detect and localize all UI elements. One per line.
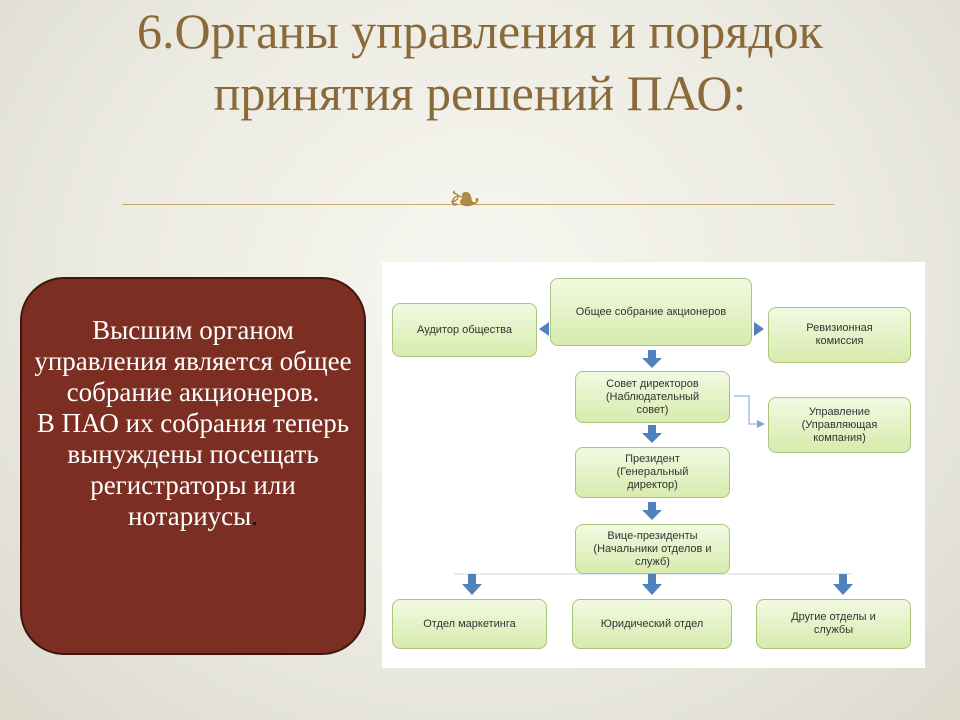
arrow-left-auditor-icon — [539, 322, 549, 336]
callout-paragraph-2: В ПАО их собрания теперь вынуждены посещ… — [32, 408, 354, 532]
arrow-down-to-president-icon — [642, 425, 662, 443]
arrow-down-to-vice-presidents-icon — [642, 502, 662, 520]
arrow-down-to-marketing-icon — [462, 574, 482, 595]
node-vice-presidents: Вице-президенты (Начальники отделов и сл… — [575, 524, 730, 574]
org-chart: Общее собрание акционеров Аудитор общест… — [382, 262, 925, 668]
title-underline — [122, 204, 834, 205]
node-management-label: Управление (Управляющая компания) — [801, 405, 878, 444]
arrow-down-to-board-icon — [642, 350, 662, 368]
node-revision-commission: Ревизионная комиссия — [768, 307, 911, 363]
node-marketing-label: Отдел маркетинга — [423, 617, 516, 630]
node-other: Другие отделы и службы — [756, 599, 911, 649]
slide-title: 6.Органы управления и порядок принятия р… — [137, 3, 823, 121]
callout-period: . — [251, 501, 259, 531]
node-other-label: Другие отделы и службы — [791, 611, 876, 636]
node-vice-presidents-label: Вице-президенты (Начальники отделов и сл… — [593, 529, 712, 568]
node-legal: Юридический отдел — [572, 599, 732, 649]
node-marketing: Отдел маркетинга — [392, 599, 547, 649]
node-legal-label: Юридический отдел — [600, 617, 704, 630]
node-president-label: Президент (Генеральный директор) — [616, 453, 689, 491]
ornament-icon: ❧ — [448, 177, 482, 222]
arrow-right-revision-icon — [754, 322, 764, 336]
node-board: Совет директоров (Наблюдательный совет) — [575, 371, 730, 423]
callout-box: Высшим органом управления является общее… — [20, 277, 366, 655]
callout-paragraph-2-text: В ПАО их собрания теперь вынуждены посещ… — [36, 408, 350, 531]
node-board-label: Совет директоров (Наблюдательный совет) — [605, 377, 700, 416]
node-auditor-label: Аудитор общества — [417, 323, 512, 336]
node-general-meeting-label: Общее собрание акционеров — [575, 305, 727, 318]
node-general-meeting: Общее собрание акционеров — [550, 278, 752, 346]
arrow-down-to-other-icon — [833, 574, 853, 595]
arrow-down-to-legal-icon — [642, 574, 662, 595]
node-president: Президент (Генеральный директор) — [575, 447, 730, 498]
node-auditor: Аудитор общества — [392, 303, 537, 357]
org-chart-connectors — [454, 322, 853, 595]
board-to-management-link — [734, 395, 765, 428]
node-management: Управление (Управляющая компания) — [768, 397, 911, 453]
callout-paragraph-1: Высшим органом управления является общее… — [34, 315, 352, 407]
node-revision-commission-label: Ревизионная комиссия — [806, 322, 873, 347]
